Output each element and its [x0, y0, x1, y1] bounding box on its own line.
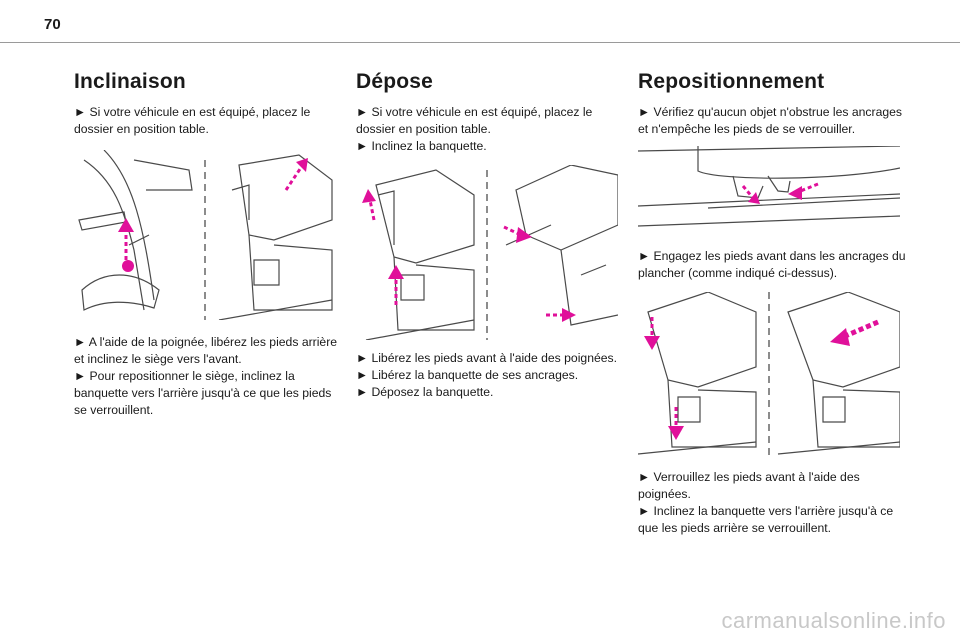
anchor-arrow-icon [741, 182, 819, 204]
section-title: Dépose [356, 70, 434, 93]
instruction-step: ► Libérez les pieds avant à l'aide des p… [356, 351, 618, 365]
instruction-step: ► Libérez la banquette de ses ancrages. [356, 368, 579, 382]
instruction-step: ► Pour repositionner le siège, inclinez … [74, 369, 332, 417]
section-repositionnement: Repositionnement ► Vérifiez qu'aucun obj… [638, 70, 910, 537]
instruction-step: ► Inclinez la banquette vers l'arrière j… [638, 504, 894, 535]
seat-engage-illustration [638, 292, 900, 457]
instruction-step: ► Si votre véhicule en est équipé, place… [356, 105, 593, 136]
seat-tilt-illustration [78, 150, 333, 320]
instruction-step: ► Déposez la banquette. [356, 385, 494, 399]
section-title: Inclinaison [74, 70, 186, 93]
section-title: Repositionnement [638, 70, 825, 93]
instruction-step: ► Verrouillez les pieds avant à l'aide d… [638, 470, 860, 501]
header-rule [0, 42, 960, 43]
figure-engage [638, 292, 900, 457]
instruction-step: ► Si votre véhicule en est équipé, place… [74, 105, 311, 136]
instruction-step: ► Engagez les pieds avant dans les ancra… [638, 249, 906, 280]
figure-anchors [638, 146, 900, 238]
section-depose: Dépose ► Si votre véhicule en est équipé… [356, 70, 628, 401]
floor-anchor-illustration [638, 146, 900, 227]
figure-inclinaison [74, 150, 336, 320]
release-arrow-icon [118, 158, 308, 272]
instruction-step: ► Inclinez la banquette. [356, 139, 487, 153]
direction-arrow-icon [362, 189, 576, 322]
instruction-step: ► Vérifiez qu'aucun objet n'obstrue les … [638, 105, 903, 136]
instruction-step: ► A l'aide de la poignée, libérez les pi… [74, 335, 338, 366]
watermark: carmanualsonline.info [721, 608, 946, 633]
page-number: 70 [44, 16, 61, 33]
section-inclinaison: Inclinaison ► Si votre véhicule en est é… [74, 70, 346, 419]
figure-depose [356, 165, 618, 340]
engage-arrow-icon [644, 317, 879, 440]
